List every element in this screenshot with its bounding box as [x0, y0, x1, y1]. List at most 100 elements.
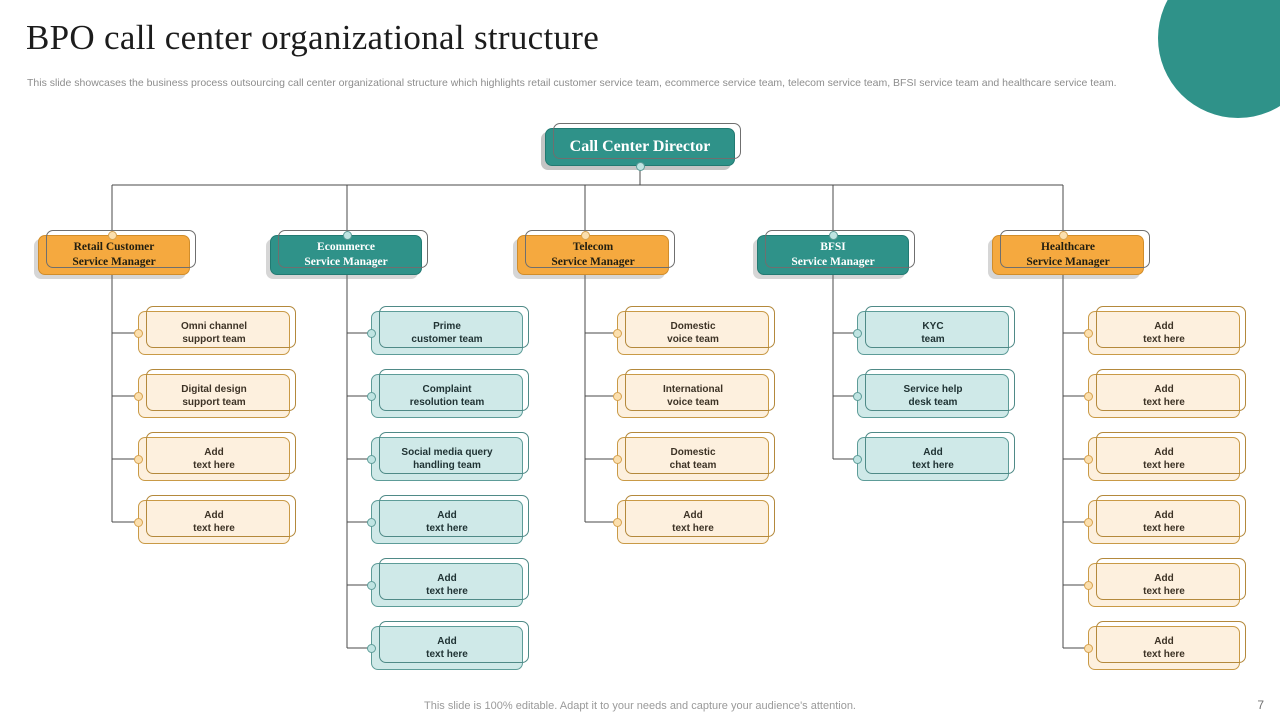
- connector-dot-team-5-6: [1083, 643, 1093, 653]
- node-manager-3[interactable]: Telecom Service Manager: [517, 230, 675, 275]
- node-outline: [379, 495, 529, 537]
- node-outline: [1096, 369, 1246, 411]
- node-team-1-3-label: Add text here: [193, 447, 235, 471]
- node-outline: [1096, 432, 1246, 474]
- connector-dot-team-1-3: [133, 454, 143, 464]
- node-outline: [379, 432, 529, 474]
- connector-dot-team-2-3: [366, 454, 376, 464]
- connector-dot-team-1-4: [133, 517, 143, 527]
- connector-dot-team-5-2: [1083, 391, 1093, 401]
- node-outline: [46, 230, 196, 268]
- node-team-3-2[interactable]: International voice team: [617, 369, 775, 418]
- connector-dot-team-4-3: [852, 454, 862, 464]
- connector-dot-team-3-2: [612, 391, 622, 401]
- page-title: BPO call center organizational structure: [26, 18, 600, 57]
- connector-dot-team-2-1: [366, 328, 376, 338]
- connector-dot-team-3-3: [612, 454, 622, 464]
- node-outline: [765, 230, 915, 268]
- node-manager-1-label: Retail Customer Service Manager: [72, 241, 156, 268]
- node-team-2-6[interactable]: Add text here: [371, 621, 529, 670]
- node-team-2-3[interactable]: Social media query handling team: [371, 432, 529, 481]
- node-outline: [525, 230, 675, 268]
- node-manager-4[interactable]: BFSI Service Manager: [757, 230, 915, 275]
- node-team-5-5[interactable]: Add text here: [1088, 558, 1246, 607]
- node-outline: [625, 432, 775, 474]
- node-outline: [553, 123, 741, 159]
- node-team-5-3[interactable]: Add text here: [1088, 432, 1246, 481]
- node-outline: [278, 230, 428, 268]
- node-team-3-3-label: Domestic chat team: [669, 447, 717, 471]
- node-team-2-1-label: Prime customer team: [411, 321, 483, 345]
- node-team-5-1[interactable]: Add text here: [1088, 306, 1246, 355]
- node-team-2-4[interactable]: Add text here: [371, 495, 529, 544]
- node-outline: [625, 495, 775, 537]
- node-outline: [379, 621, 529, 663]
- node-team-5-3-label: Add text here: [1143, 447, 1185, 471]
- node-outline: [379, 306, 529, 348]
- connector-dot-team-2-2: [366, 391, 376, 401]
- node-team-2-2[interactable]: Complaint resolution team: [371, 369, 529, 418]
- connector-dot-team-2-5: [366, 580, 376, 590]
- node-outline: [379, 558, 529, 600]
- node-team-4-3[interactable]: Add text here: [857, 432, 1015, 481]
- node-team-2-5-label: Add text here: [426, 573, 468, 597]
- node-team-1-2[interactable]: Digital design support team: [138, 369, 296, 418]
- node-team-1-3[interactable]: Add text here: [138, 432, 296, 481]
- connector-dot-manager-2: [342, 230, 352, 240]
- connector-dot-team-3-4: [612, 517, 622, 527]
- node-team-5-2[interactable]: Add text here: [1088, 369, 1246, 418]
- node-team-3-1[interactable]: Domestic voice team: [617, 306, 775, 355]
- connector-dot-manager-1: [107, 230, 117, 240]
- node-team-5-4-label: Add text here: [1143, 510, 1185, 534]
- node-outline: [1096, 495, 1246, 537]
- node-team-5-5-label: Add text here: [1143, 573, 1185, 597]
- node-manager-5-label: Healthcare Service Manager: [1026, 241, 1110, 268]
- node-manager-2-label: Ecommerce Service Manager: [304, 241, 388, 268]
- node-team-2-1[interactable]: Prime customer team: [371, 306, 529, 355]
- node-outline: [146, 369, 296, 411]
- connector-dot-team-2-4: [366, 517, 376, 527]
- node-team-5-2-label: Add text here: [1143, 384, 1185, 408]
- node-team-3-2-label: International voice team: [662, 384, 723, 408]
- node-team-4-1[interactable]: KYC team: [857, 306, 1015, 355]
- node-outline: [625, 369, 775, 411]
- node-team-1-4[interactable]: Add text here: [138, 495, 296, 544]
- node-team-5-6[interactable]: Add text here: [1088, 621, 1246, 670]
- node-team-2-6-label: Add text here: [426, 636, 468, 660]
- node-manager-5[interactable]: Healthcare Service Manager: [992, 230, 1150, 275]
- node-outline: [625, 306, 775, 348]
- connector-dot-team-3-1: [612, 328, 622, 338]
- node-call-center-director-label: Call Center Director: [569, 138, 711, 155]
- node-team-3-3[interactable]: Domestic chat team: [617, 432, 775, 481]
- node-team-4-2[interactable]: Service help desk team: [857, 369, 1015, 418]
- node-team-4-2-label: Service help desk team: [903, 384, 963, 408]
- node-outline: [1096, 558, 1246, 600]
- connector-dot-team-2-6: [366, 643, 376, 653]
- node-manager-2[interactable]: Ecommerce Service Manager: [270, 230, 428, 275]
- node-team-5-6-label: Add text here: [1143, 636, 1185, 660]
- connector-dot-team-5-1: [1083, 328, 1093, 338]
- page-number: 7: [1257, 698, 1264, 712]
- node-team-1-4-label: Add text here: [193, 510, 235, 534]
- node-outline: [146, 432, 296, 474]
- node-team-2-5[interactable]: Add text here: [371, 558, 529, 607]
- node-manager-3-label: Telecom Service Manager: [551, 241, 635, 268]
- node-team-5-4[interactable]: Add text here: [1088, 495, 1246, 544]
- node-call-center-director[interactable]: Call Center Director: [545, 123, 741, 166]
- connector-dot-manager-5: [1058, 230, 1068, 240]
- node-team-2-2-label: Complaint resolution team: [409, 384, 485, 408]
- connector-dot-team-4-2: [852, 391, 862, 401]
- node-team-2-4-label: Add text here: [426, 510, 468, 534]
- node-manager-4-label: BFSI Service Manager: [791, 241, 875, 268]
- node-outline: [146, 495, 296, 537]
- node-team-3-4[interactable]: Add text here: [617, 495, 775, 544]
- connector-dot-team-1-1: [133, 328, 143, 338]
- node-team-1-1[interactable]: Omni channel support team: [138, 306, 296, 355]
- node-team-1-2-label: Digital design support team: [181, 384, 247, 408]
- node-manager-1[interactable]: Retail Customer Service Manager: [38, 230, 196, 275]
- node-outline: [379, 369, 529, 411]
- node-outline: [865, 306, 1015, 348]
- node-outline: [1000, 230, 1150, 268]
